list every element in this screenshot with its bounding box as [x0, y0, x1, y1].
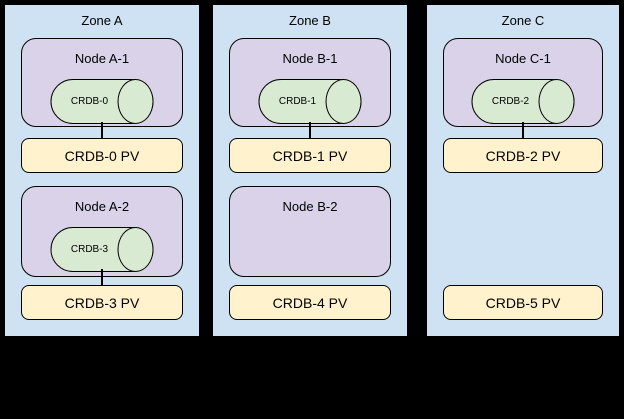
node-title: Node B-1	[282, 51, 338, 66]
crdb-pod-cylinder: CRDB-1	[258, 79, 362, 124]
pv-label: CRDB-4 PV	[272, 294, 348, 311]
zone-title: Zone A	[81, 13, 123, 28]
pv-box: CRDB-1 PV	[229, 138, 391, 173]
zone-title: Zone C	[501, 13, 545, 28]
connector-line	[522, 122, 524, 139]
zone-panel-b: Zone B Node B-1 CRDB-1 CRDB-1 PV Node B-…	[212, 4, 408, 337]
zone-title: Zone B	[289, 13, 331, 28]
pv-label: CRDB-5 PV	[485, 294, 561, 311]
pv-label: CRDB-3 PV	[64, 294, 140, 311]
pv-box: CRDB-2 PV	[443, 138, 603, 173]
crdb-pod-cylinder: CRDB-0	[50, 79, 154, 124]
node-title: Node A-1	[74, 51, 130, 66]
cylinder-end-face	[538, 79, 575, 124]
pv-label: CRDB-0 PV	[64, 147, 140, 164]
pv-box: CRDB-5 PV	[443, 285, 603, 320]
pod-label: CRDB-0	[70, 96, 109, 107]
connector-line	[101, 269, 103, 286]
pod-label: CRDB-2	[491, 96, 530, 107]
node-box-a2: Node A-2 CRDB-3	[21, 186, 183, 277]
pv-box: CRDB-4 PV	[229, 285, 391, 320]
connector-line	[101, 122, 103, 139]
pv-label: CRDB-1 PV	[272, 147, 348, 164]
node-title: Node A-2	[74, 199, 130, 214]
pod-label: CRDB-3	[70, 244, 109, 255]
node-title: Node B-2	[282, 199, 338, 214]
node-title: Node C-1	[495, 51, 551, 66]
node-box-b2-empty: Node B-2	[229, 186, 391, 277]
pod-label: CRDB-1	[278, 96, 317, 107]
node-box-a1: Node A-1 CRDB-0	[21, 38, 183, 127]
cylinder-end-face	[325, 79, 362, 124]
cylinder-end-face	[117, 79, 154, 124]
crdb-pod-cylinder: CRDB-3	[50, 227, 154, 272]
node-box-c1: Node C-1 CRDB-2	[443, 38, 603, 127]
pv-box: CRDB-0 PV	[21, 138, 183, 173]
node-box-b1: Node B-1 CRDB-1	[229, 38, 391, 127]
pv-box: CRDB-3 PV	[21, 285, 183, 320]
zone-panel-a: Zone A Node A-1 CRDB-0 CRDB-0 PV Node A-…	[4, 4, 200, 337]
cylinder-end-face	[117, 227, 154, 272]
connector-line	[309, 122, 311, 139]
zone-panel-c: Zone C Node C-1 CRDB-2 CRDB-2 PV CRDB-5 …	[426, 4, 620, 337]
pv-label: CRDB-2 PV	[485, 147, 561, 164]
crdb-pod-cylinder: CRDB-2	[471, 79, 575, 124]
